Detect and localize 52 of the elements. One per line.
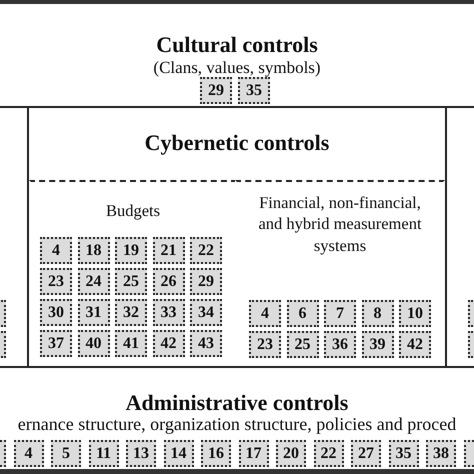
- number-tile: 6: [286, 300, 318, 327]
- number-tile: 43: [190, 330, 222, 357]
- number-tile: 42: [152, 330, 184, 357]
- number-tile: 25: [286, 331, 318, 358]
- number-tile: 31: [78, 299, 110, 326]
- number-tile: 18: [78, 237, 110, 264]
- number-tile: 29: [190, 268, 222, 295]
- number-tile: 39: [362, 331, 394, 358]
- number-tile: 21: [152, 237, 184, 264]
- number-tile: 29: [200, 77, 232, 104]
- number-tile: 42: [399, 331, 431, 358]
- number-tile: 11: [88, 440, 118, 467]
- number-tile: 10: [399, 300, 431, 327]
- number-tile: 23: [249, 331, 281, 358]
- section-title: Cultural controls: [156, 32, 318, 57]
- number-tile: 23: [40, 268, 72, 295]
- panel-heading: Financial, non-financial, and hybrid measurement systems: [258, 193, 422, 255]
- number-tile: 22: [314, 440, 344, 467]
- section-title: Cybernetic controls: [144, 130, 330, 155]
- number-tile: 4: [14, 440, 44, 467]
- number-tile: 38: [426, 440, 456, 467]
- number-tile: 22: [190, 237, 222, 264]
- number-tile: 8: [362, 300, 394, 327]
- number-tile: 41: [115, 330, 147, 357]
- number-tile: 35: [238, 77, 270, 104]
- number-tile: 19: [115, 237, 147, 264]
- number-tile: 24: [78, 268, 110, 295]
- number-tile: 20: [276, 440, 306, 467]
- number-tile: 17: [238, 440, 268, 467]
- number-tile: 26: [152, 268, 184, 295]
- number-tile: 30: [40, 299, 72, 326]
- number-tile: 4: [249, 300, 281, 327]
- number-tile: 33: [152, 299, 184, 326]
- number-tile: 5: [51, 440, 81, 467]
- number-tile: 14: [164, 440, 194, 467]
- section-subtitle: ernance structure, organization structure, policies and proced: [18, 414, 456, 434]
- dashed-subpanel: [235, 180, 445, 366]
- panel-heading: Budgets: [106, 201, 160, 220]
- section-subtitle: (Clans, values, symbols): [153, 58, 321, 77]
- number-tile: 36: [324, 331, 356, 358]
- number-tile: 16: [201, 440, 231, 467]
- number-tile: 37: [40, 330, 72, 357]
- number-tile: 4: [40, 237, 72, 264]
- section-title: Administrative controls: [126, 390, 348, 415]
- number-tile: 40: [78, 330, 110, 357]
- number-tile: 7: [324, 300, 356, 327]
- number-tile: 32: [115, 299, 147, 326]
- number-tile: 25: [115, 268, 147, 295]
- number-tile: 13: [126, 440, 156, 467]
- number-tile: 35: [388, 440, 418, 467]
- number-tile: 27: [351, 440, 381, 467]
- number-tile: 34: [190, 299, 222, 326]
